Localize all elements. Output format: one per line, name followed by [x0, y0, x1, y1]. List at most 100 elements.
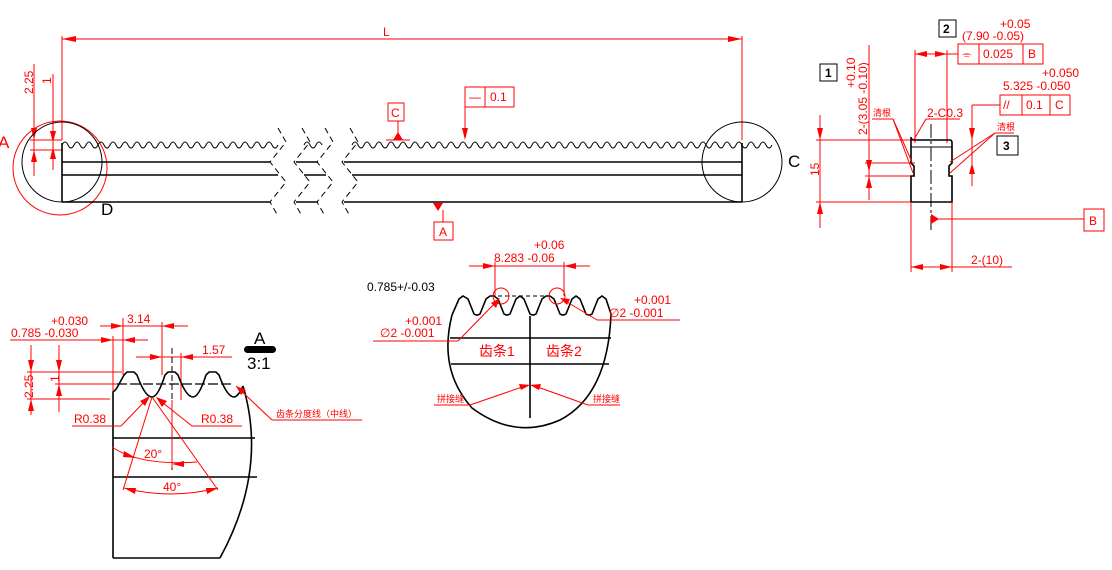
width-10: 2-(10) — [971, 253, 1003, 267]
arrow-icon — [62, 36, 76, 42]
dim-2-25: 2.25 — [22, 70, 36, 94]
leader-line — [457, 299, 499, 342]
seam-label-right: 拼接缝 — [593, 393, 620, 405]
arrow-icon — [50, 147, 56, 159]
arrow-icon — [491, 298, 500, 308]
radius-right: R0.38 — [201, 412, 233, 426]
pitch-dim: 3.14 — [127, 312, 151, 326]
span-tol-upper: +0.06 — [534, 238, 565, 252]
tooth-tol-upper: +0.030 — [51, 314, 88, 328]
angle-40: 40° — [163, 480, 181, 494]
dim-2-25: 2.25 — [22, 374, 36, 398]
section-bar — [244, 346, 276, 353]
tooth-profile — [112, 371, 244, 400]
detail-a-title: A — [254, 329, 266, 348]
leader-line — [469, 384, 529, 406]
arrow-icon — [124, 488, 136, 494]
arrow-icon — [940, 264, 952, 270]
height-15: 15 — [808, 162, 822, 176]
height-tol-upper: +0.050 — [1042, 66, 1079, 80]
span-dim: 8.283 -0.06 — [494, 251, 555, 265]
arrow-icon — [181, 354, 193, 360]
angle-20: 20° — [144, 447, 162, 461]
pin-right-dim: ∅2 -0.001 — [609, 306, 664, 320]
joint-outline-arc — [447, 313, 612, 429]
note-box-1 — [819, 63, 838, 82]
leader-line — [949, 132, 996, 163]
arrow-icon — [111, 323, 123, 329]
groove-tol-upper: +0.10 — [844, 57, 858, 88]
parallel-datum: C — [1055, 98, 1064, 112]
arrow-icon — [915, 51, 927, 57]
straightness-symbol: — — [469, 90, 481, 104]
leader-line — [892, 118, 914, 174]
length-label: L — [383, 25, 390, 39]
detail-a-view: +0.030 0.785 -0.030 3.14 1.57 2.25 1 A 3… — [10, 312, 362, 559]
detail-a-scale: 3:1 — [247, 354, 271, 373]
note-box-2 — [938, 19, 957, 38]
detail-a-callout-circle — [12, 120, 108, 216]
clean-root-right: 清根 — [997, 121, 1015, 133]
parallel-datum-box — [1049, 94, 1071, 116]
symmetry-datum: B — [1028, 47, 1036, 61]
angle-line — [122, 396, 153, 491]
arrow-icon — [911, 264, 923, 270]
detail-a-label: A — [0, 133, 10, 152]
groove-dim: 2-(3.05 -0.10) — [856, 62, 870, 135]
pin-circle-left — [492, 287, 510, 305]
arrow-icon — [172, 461, 184, 467]
break-line — [341, 127, 359, 217]
symmetry-symbol: ⌯ — [962, 47, 972, 61]
width-dim: (7.90 -0.05) — [962, 29, 1024, 43]
rack-teeth — [61, 141, 279, 149]
tooth-thickness-dim: 0.785 -0.030 — [11, 326, 79, 340]
main-view: L 2.25 1 A D — [0, 25, 800, 241]
pin-left-tol-upper: +0.001 — [405, 314, 442, 328]
arrow-icon — [162, 323, 174, 329]
break-line — [316, 127, 334, 217]
arrow-icon — [483, 263, 495, 269]
note-box-3-label: 3 — [1003, 139, 1010, 153]
pin-left-dim: ∅2 -0.001 — [380, 326, 435, 340]
pin-circle-right — [548, 287, 566, 305]
arrow-icon — [519, 384, 530, 390]
arrow-icon — [123, 451, 136, 458]
datum-triangle-icon — [433, 203, 443, 211]
break-line — [269, 127, 287, 217]
arrow-icon — [969, 128, 975, 140]
symmetry-value: 0.025 — [983, 47, 1013, 61]
clean-root-left: 清根 — [873, 107, 891, 119]
arrow-icon — [969, 163, 975, 174]
arrow-icon — [530, 384, 541, 390]
pitch-line-note: 齿条分度线（中线） — [276, 408, 357, 420]
angle-20-arc — [111, 446, 198, 464]
detail-c-circle — [701, 121, 783, 203]
straightness-value: 0.1 — [490, 90, 507, 104]
pin-right-tol-upper: +0.001 — [634, 293, 671, 307]
rack-teeth — [303, 141, 323, 149]
arrow-icon — [817, 128, 823, 140]
datum-triangle-icon — [931, 214, 939, 224]
datum-c: C — [391, 106, 400, 120]
datum-c-box — [387, 102, 405, 122]
arrow-icon — [728, 36, 742, 42]
arrow-icon — [866, 160, 872, 172]
half-pitch-dim: 1.57 — [202, 343, 226, 357]
arrow-icon — [236, 386, 246, 395]
arrow-icon — [156, 397, 167, 407]
tooth-thickness: 0.785+/-0.03 — [367, 280, 435, 294]
arrow-icon — [560, 298, 570, 305]
radius-left: R0.38 — [74, 412, 106, 426]
rack-2-label: 齿条2 — [546, 343, 582, 359]
arrow-icon — [564, 263, 576, 269]
arrow-icon — [31, 150, 37, 162]
joint-detail-view: 0.785+/-0.03 +0.06 8.283 -0.06 +0.001 ∅2… — [367, 238, 680, 429]
note-box-2-label: 2 — [943, 22, 950, 36]
arrow-icon — [866, 176, 872, 188]
leader-line — [912, 118, 927, 142]
seam-label-left: 拼接缝 — [437, 393, 464, 405]
joint-tooth-profile — [451, 295, 612, 316]
rack-1-label: 齿条1 — [479, 343, 515, 359]
dim-1: 1 — [40, 77, 54, 84]
